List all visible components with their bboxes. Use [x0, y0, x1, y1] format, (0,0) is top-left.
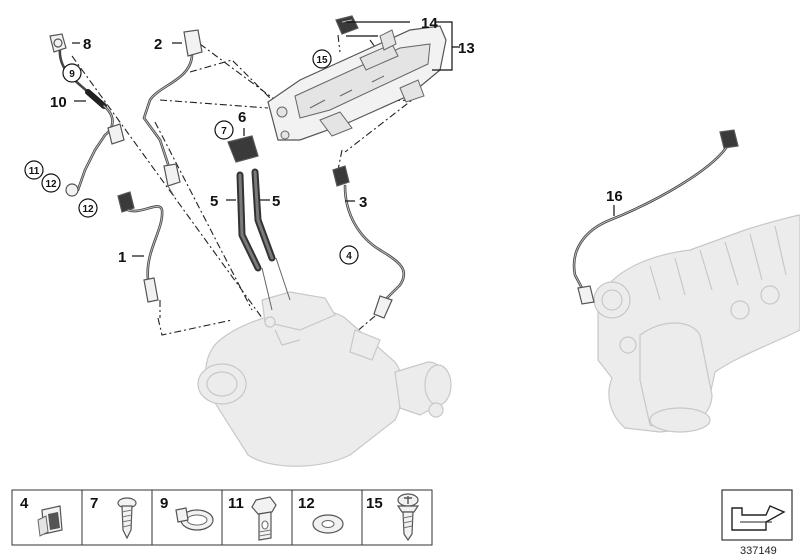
svg-text:11: 11 — [29, 166, 40, 177]
arrow-corner-icon — [731, 505, 786, 531]
circled-callout-11: 11 — [24, 160, 44, 180]
navigation-box[interactable] — [721, 489, 793, 541]
legend-number-15: 15 — [366, 495, 383, 512]
leader-lines — [72, 21, 615, 257]
differential-pressure-sensor — [227, 135, 291, 311]
washer-icon — [312, 514, 344, 534]
callout-13: 13 — [458, 40, 475, 57]
sensor-16 — [572, 129, 739, 305]
callout-14: 14 — [421, 15, 438, 32]
callout-labels: 1 2 3 5 5 6 8 10 13 14 16 — [50, 15, 623, 266]
temperature-sensor-1 — [117, 191, 164, 303]
circled-callout-4: 4 — [339, 245, 359, 265]
callout-1: 1 — [118, 249, 126, 266]
callout-10: 10 — [50, 94, 67, 111]
callout-6: 6 — [238, 109, 246, 126]
hose-clamp-icon — [175, 507, 214, 531]
callout-8: 8 — [83, 36, 91, 53]
svg-text:12: 12 — [45, 179, 57, 190]
legend-number-9: 9 — [160, 495, 168, 512]
callout-5-right: 5 — [272, 193, 280, 210]
particulate-filter — [197, 291, 452, 467]
svg-text:9: 9 — [69, 69, 75, 80]
legend-strip: 4 7 9 11 12 15 — [11, 489, 433, 546]
bracket-assembly — [267, 25, 447, 141]
callout-3: 3 — [359, 194, 367, 211]
legend-number-7: 7 — [90, 495, 98, 512]
legend-number-12: 12 — [298, 495, 315, 512]
banjo-bolt-icon — [251, 496, 277, 541]
callout-16: 16 — [606, 188, 623, 205]
diagram-number: 337149 — [740, 545, 777, 557]
callout-2: 2 — [154, 36, 162, 53]
legend-number-4: 4 — [20, 495, 29, 512]
circled-callouts: 4 7 9 11 12 12 15 — [24, 49, 359, 265]
circled-callout-9: 9 — [62, 63, 82, 83]
circled-callout-12-a: 12 — [41, 173, 61, 193]
rubber-plug — [335, 15, 359, 35]
circled-callout-7: 7 — [214, 120, 234, 140]
svg-text:4: 4 — [346, 251, 352, 262]
circled-callout-12-b: 12 — [78, 198, 98, 218]
svg-text:7: 7 — [221, 126, 227, 137]
pressure-pipe — [49, 33, 125, 197]
legend-number-11: 11 — [228, 495, 244, 512]
screw-icon — [117, 497, 137, 540]
temperature-sensor-3 — [332, 165, 406, 319]
svg-text:12: 12 — [82, 204, 94, 215]
intake-manifold — [593, 214, 800, 433]
clip-nut-icon — [37, 505, 63, 537]
svg-text:15: 15 — [316, 55, 328, 66]
lambda-sensor — [142, 29, 203, 197]
callout-5-left: 5 — [210, 193, 218, 210]
torx-screw-icon — [396, 493, 420, 542]
circled-callout-15: 15 — [312, 49, 332, 69]
